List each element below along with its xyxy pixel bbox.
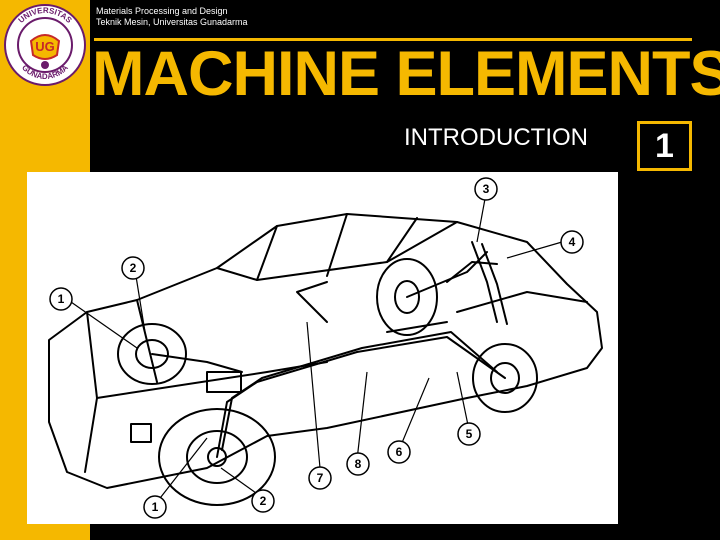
callout-3: 3 <box>474 177 498 201</box>
svg-text:3: 3 <box>483 182 490 196</box>
header-caption: Materials Processing and Design Teknik M… <box>96 6 248 28</box>
slide-number-box: 1 <box>637 121 692 171</box>
department-line: Teknik Mesin, Universitas Gunadarma <box>96 17 248 27</box>
slide-subtitle: INTRODUCTION <box>404 124 588 151</box>
svg-text:4: 4 <box>569 235 576 249</box>
car-brake-system-illustration: 3 4 2 1 5 6 8 7 1 2 <box>27 172 618 524</box>
callout-2-top: 2 <box>121 256 145 280</box>
logo-center-text: UG <box>35 39 55 54</box>
university-logo: UNIVERSITAS GUNADARMA UG <box>3 3 87 87</box>
svg-text:1: 1 <box>152 500 159 514</box>
slide-title: MACHINE ELEMENTS <box>92 39 720 109</box>
callout-1-top: 1 <box>49 287 73 311</box>
callout-6: 6 <box>387 440 411 464</box>
callout-7: 7 <box>308 466 332 490</box>
callout-2-bottom: 2 <box>251 489 275 513</box>
svg-text:8: 8 <box>355 457 362 471</box>
callout-5: 5 <box>457 422 481 446</box>
svg-text:6: 6 <box>396 445 403 459</box>
callout-1-bottom: 1 <box>143 495 167 519</box>
svg-text:5: 5 <box>466 427 473 441</box>
title-rule <box>94 38 692 41</box>
svg-text:1: 1 <box>58 292 65 306</box>
callout-4: 4 <box>560 230 584 254</box>
svg-text:2: 2 <box>260 494 267 508</box>
callout-8: 8 <box>346 452 370 476</box>
svg-text:2: 2 <box>130 261 137 275</box>
course-line: Materials Processing and Design <box>96 6 228 16</box>
svg-text:7: 7 <box>317 471 324 485</box>
